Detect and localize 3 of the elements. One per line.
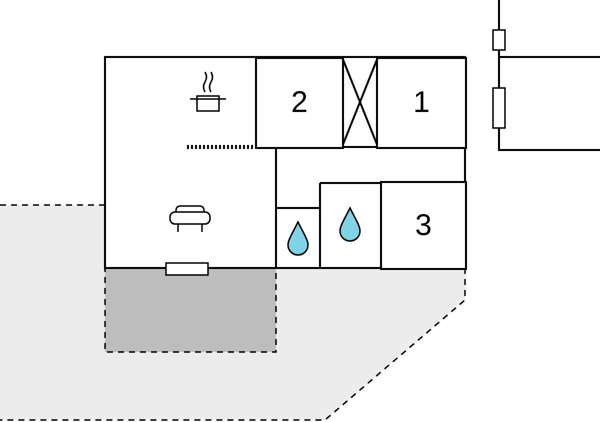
room: 3 bbox=[380, 181, 467, 270]
room: 1 bbox=[376, 57, 467, 149]
room: 2 bbox=[255, 57, 344, 149]
